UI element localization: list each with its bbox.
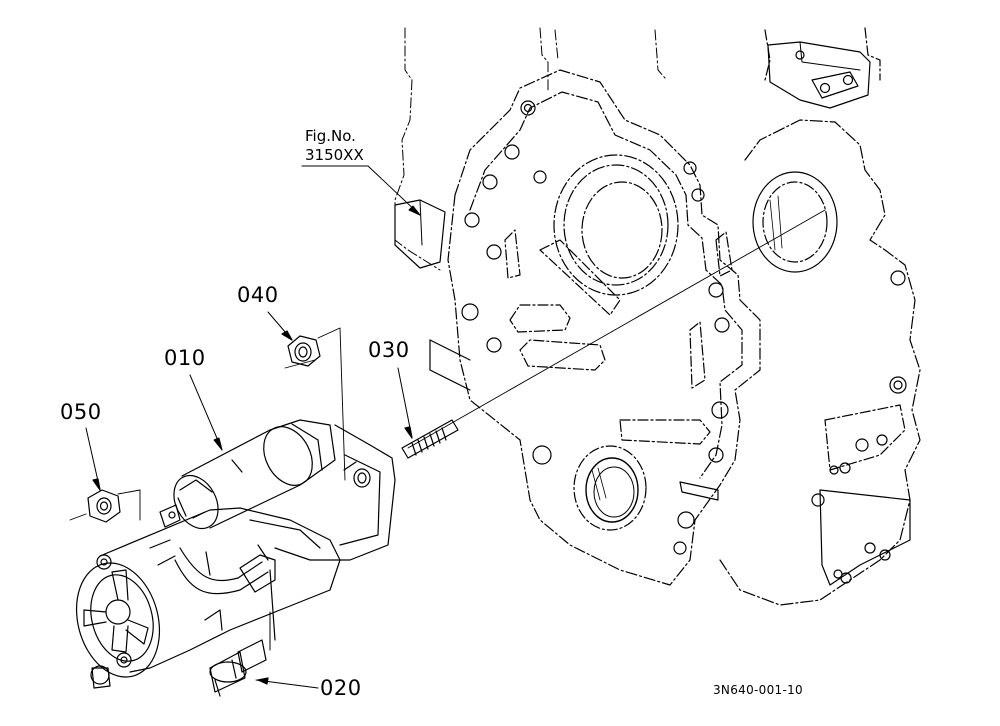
- fig-number-value: 3150XX: [305, 146, 364, 164]
- fig-number-title: Fig.No.: [305, 127, 356, 145]
- callout-040[interactable]: 040: [237, 283, 279, 307]
- fig-number-label[interactable]: Fig.No. 3150XX: [305, 127, 364, 165]
- flange-nut-040: [267, 311, 346, 481]
- callout-050[interactable]: 050: [60, 400, 102, 424]
- nut-050: [69, 427, 141, 523]
- leader-010: [189, 374, 223, 451]
- fig-reference-leader: [301, 165, 421, 216]
- bolt-020: [209, 611, 319, 697]
- alignment-line: [407, 209, 826, 449]
- drawing-code: 3N640-001-10: [713, 683, 803, 697]
- stud-030: [397, 367, 459, 459]
- gear-case-housing: [394, 27, 921, 606]
- starter-motor: [75, 419, 396, 689]
- callout-020[interactable]: 020: [320, 676, 362, 700]
- callout-010[interactable]: 010: [164, 346, 206, 370]
- callout-030[interactable]: 030: [368, 338, 410, 362]
